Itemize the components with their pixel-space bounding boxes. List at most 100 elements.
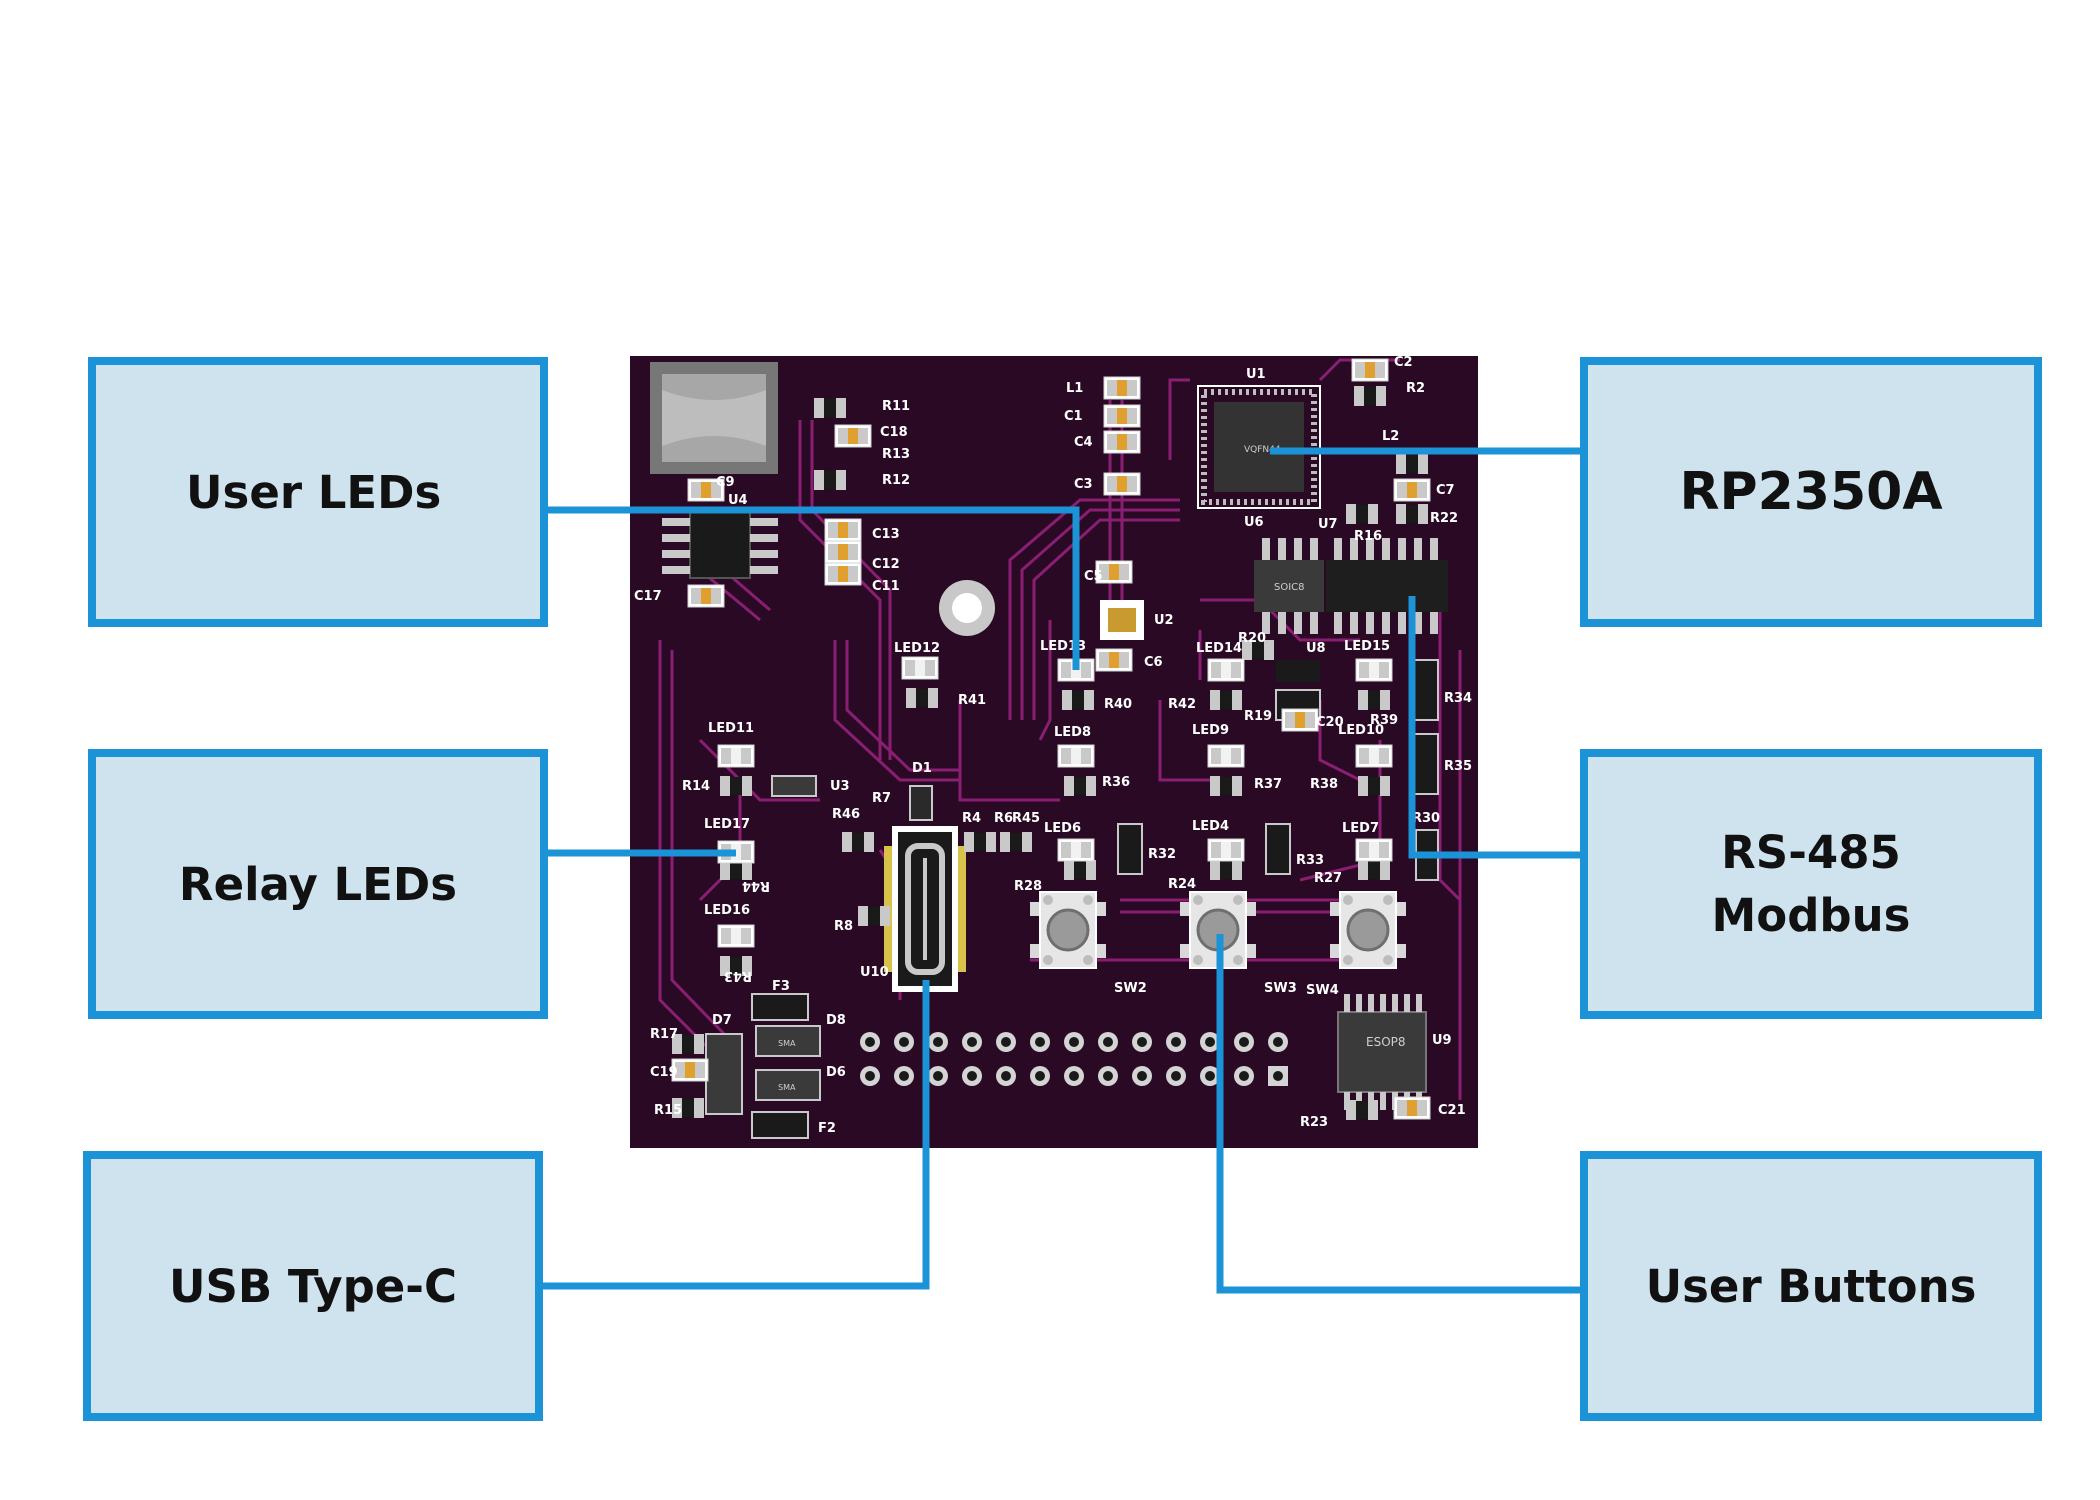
power-protection [705, 775, 933, 1139]
power-inductor [650, 362, 778, 474]
label-r2: R2 [1406, 381, 1425, 396]
label-c18: C18 [880, 425, 908, 440]
label-r15: R15 [654, 1103, 682, 1118]
label-c7: C7 [1436, 483, 1455, 498]
ic-u6-soic8 [1254, 538, 1324, 634]
label-r40: R40 [1104, 697, 1132, 712]
label-r22: R22 [1430, 511, 1458, 526]
label-r37: R37 [1254, 777, 1282, 792]
label-r46: R46 [832, 807, 860, 822]
label-f3: F3 [772, 979, 790, 994]
leader-user-leds [547, 506, 1080, 670]
label-c19: C19 [650, 1065, 678, 1080]
label-c17: C17 [634, 589, 662, 604]
label-c2: C2 [1394, 355, 1413, 370]
callout-usb-type-c: USB Type-C [83, 1151, 543, 1421]
leader-user-buttons [1216, 934, 1580, 1294]
label-u3: U3 [830, 779, 850, 794]
soic-marking: SOIC8 [1274, 582, 1305, 593]
label-r12: R12 [882, 473, 910, 488]
label-r17: R17 [650, 1027, 678, 1042]
label-r19: R19 [1244, 709, 1272, 724]
callout-user-buttons: User Buttons [1580, 1151, 2042, 1421]
label-led7: LED7 [1342, 821, 1379, 836]
label-c1: C1 [1064, 409, 1083, 424]
pin-header [860, 1032, 1288, 1086]
label-d6: D6 [826, 1065, 846, 1080]
label-c3: C3 [1074, 477, 1093, 492]
label-u6: U6 [1244, 515, 1264, 530]
label-r28: R28 [1014, 879, 1042, 894]
label-led11: LED11 [708, 721, 754, 736]
label-led9: LED9 [1192, 723, 1229, 738]
label-r11: R11 [882, 399, 910, 414]
sma-marking-d8: SMA [778, 1039, 796, 1048]
label-r24: R24 [1168, 877, 1196, 892]
silkscreen-labels: U1 U2 U3 U4 U6 U7 U8 U9 U10 L1 L2 C1 C2 … [634, 355, 1472, 1136]
label-r39: R39 [1370, 713, 1398, 728]
callout-rs485-modbus: RS-485 Modbus [1580, 749, 2042, 1019]
label-c5: C5 [1084, 569, 1103, 584]
esop-marking: ESOP8 [1366, 1035, 1406, 1049]
label-c20: C20 [1316, 715, 1344, 730]
label-u10: U10 [860, 965, 889, 980]
label-r6: R6 [994, 811, 1013, 826]
label-r35: R35 [1444, 759, 1472, 774]
ic-u7-rs485 [1326, 538, 1448, 634]
label-f2: F2 [818, 1121, 836, 1136]
label-u9: U9 [1432, 1033, 1452, 1048]
label-u8: U8 [1306, 641, 1326, 656]
label-r34: R34 [1444, 691, 1472, 706]
callout-rp2350a-text: RP2350A [1679, 461, 1943, 522]
label-r32: R32 [1148, 847, 1176, 862]
label-u2: U2 [1154, 613, 1174, 628]
label-r30: R30 [1412, 811, 1440, 826]
leader-lines [543, 447, 1580, 1294]
ic-u4 [662, 509, 778, 579]
pcb-board: U1 U2 U3 U4 U6 U7 U8 U9 U10 L1 L2 C1 C2 … [630, 355, 1478, 1148]
label-c11: C11 [872, 579, 900, 594]
ic-u1-rp2350a [1197, 385, 1321, 509]
label-c12: C12 [872, 557, 900, 572]
label-led16: LED16 [704, 903, 750, 918]
label-r8: R8 [834, 919, 853, 934]
callout-relay-leds: Relay LEDs [88, 749, 548, 1019]
callout-rp2350a: RP2350A [1580, 357, 2042, 627]
label-led14: LED14 [1196, 641, 1242, 656]
label-r33: R33 [1296, 853, 1324, 868]
label-r4: R4 [962, 811, 981, 826]
label-r14: R14 [682, 779, 710, 794]
label-led15: LED15 [1344, 639, 1390, 654]
label-u1: U1 [1246, 367, 1266, 382]
user-button-sw2 [1028, 890, 1108, 970]
label-r27: R27 [1314, 871, 1342, 886]
label-c4: C4 [1074, 435, 1093, 450]
label-c9: C9 [716, 475, 735, 490]
callout-user-buttons-text: User Buttons [1645, 1259, 1977, 1313]
label-l1: L1 [1066, 381, 1083, 396]
label-led6: LED6 [1044, 821, 1081, 836]
leader-usb-type-c [543, 980, 930, 1290]
label-l2: L2 [1382, 429, 1399, 444]
label-u7: U7 [1318, 517, 1338, 532]
qfn-marking: VQFN44 [1244, 445, 1281, 455]
user-button-sw4 [1328, 890, 1408, 970]
label-sw2: SW2 [1114, 981, 1147, 996]
label-d7: D7 [712, 1013, 732, 1028]
label-led4: LED4 [1192, 819, 1229, 834]
leader-rs485 [1408, 596, 1580, 859]
label-r36: R36 [1102, 775, 1130, 790]
ic-u9-esop8 [1337, 994, 1427, 1110]
label-r16: R16 [1354, 529, 1382, 544]
label-r41: R41 [958, 693, 986, 708]
label-r13: R13 [882, 447, 910, 462]
callout-user-leds: User LEDs [88, 357, 548, 627]
label-sw4: SW4 [1306, 983, 1339, 998]
label-r20: R20 [1238, 631, 1266, 646]
resistors [672, 386, 1439, 1120]
label-c13: C13 [872, 527, 900, 542]
callout-rs485-modbus-text: RS-485 Modbus [1711, 826, 1911, 942]
label-led17: LED17 [704, 817, 750, 832]
label-r38: R38 [1310, 777, 1338, 792]
